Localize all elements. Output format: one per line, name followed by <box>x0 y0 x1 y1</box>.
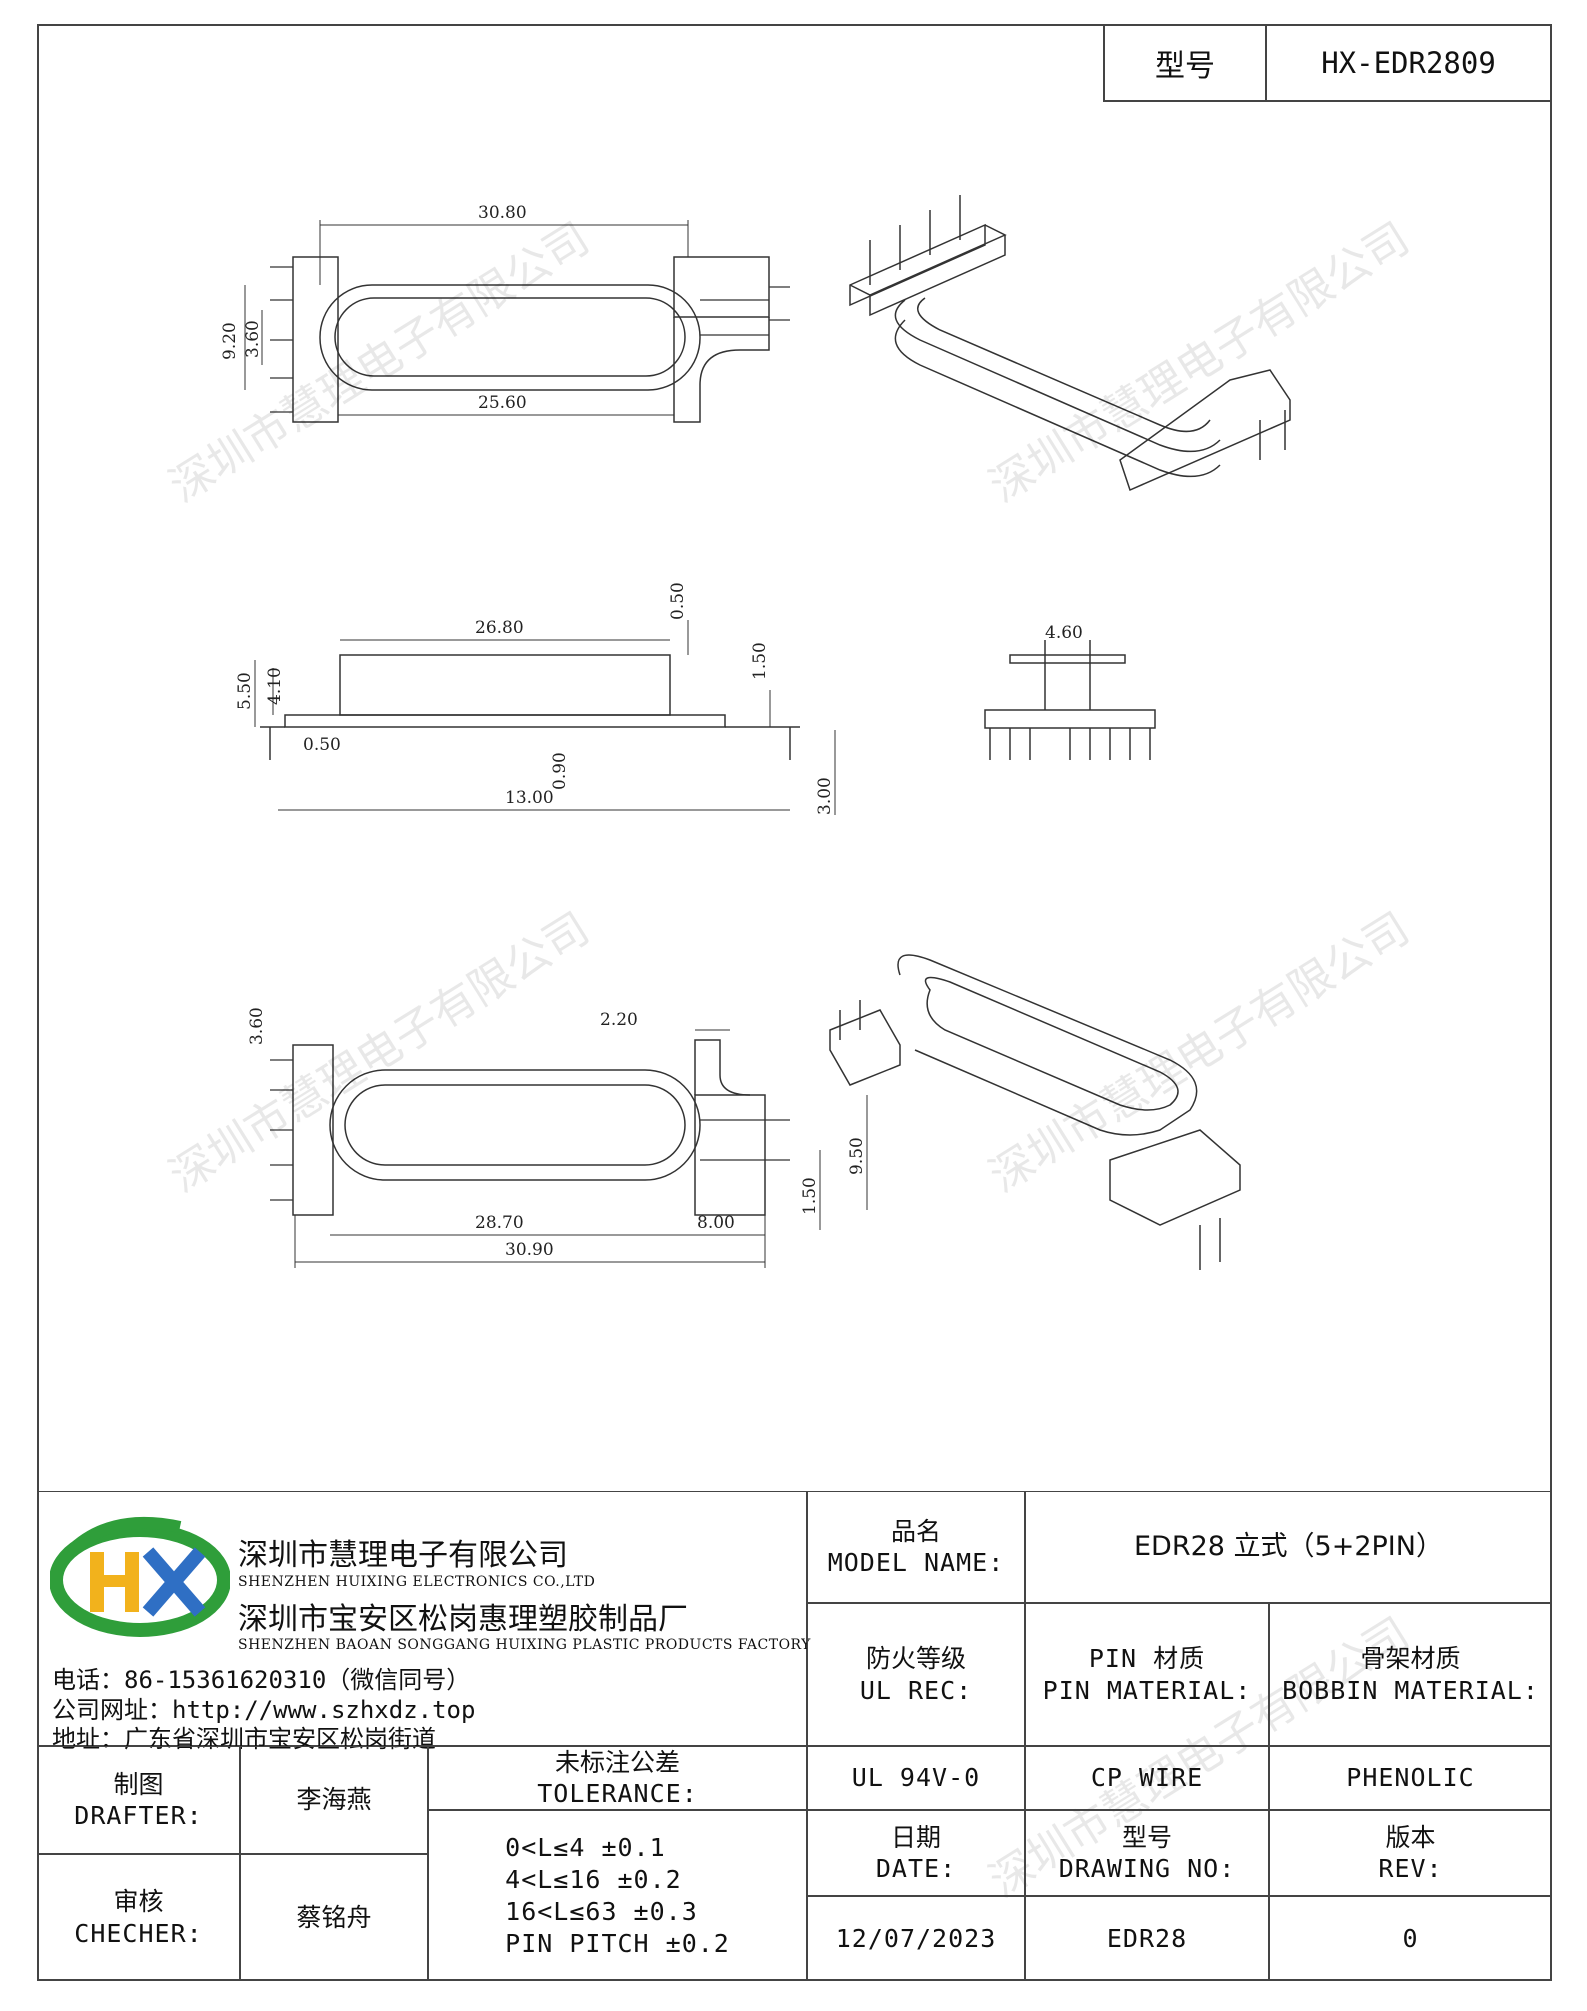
dim-bottom-tab-length: 8.00 <box>697 1213 735 1233</box>
top-view-drawing <box>244 220 790 423</box>
dim-bottom-width: 9.50 <box>847 1137 867 1175</box>
drawing-no-value: EDR28 <box>1025 1896 1269 1981</box>
company-phone: 电话：86-15361620310（微信同号） <box>52 1660 470 1695</box>
drawing-no-label-en: DRAWING NO: <box>1058 1854 1236 1883</box>
company-website: 公司网址：http://www.szhxdz.top <box>52 1690 475 1725</box>
phone-number: 86-15361620310 <box>124 1666 327 1694</box>
dim-side-inner-height: 4.10 <box>265 667 285 705</box>
model-number-box: 型号 HX-EDR2809 <box>1103 24 1552 102</box>
company-logo-icon <box>50 1516 230 1637</box>
dim-top-width: 9.20 <box>220 322 240 360</box>
checker-name: 蔡铭舟 <box>240 1854 428 1981</box>
checker-label-en: CHECHER: <box>74 1918 203 1948</box>
checker-label-cn: 审核 <box>113 1887 164 1917</box>
dim-bottom-pin-offset: 1.50 <box>800 1177 820 1215</box>
dim-bottom-pin-pitch: 3.60 <box>247 1007 267 1045</box>
dim-top-slot-width: 3.60 <box>243 320 263 358</box>
dim-side-pin-length: 3.00 <box>815 777 835 815</box>
ul-rating-label-cn: 防火等级 <box>865 1644 966 1674</box>
dim-top-inner-length: 25.60 <box>478 393 527 413</box>
dim-side-pin-span: 13.00 <box>505 788 554 808</box>
dim-bottom-overall-length: 30.90 <box>505 1240 554 1260</box>
tolerance-line: 0<L≤4 ±0.1 <box>505 1832 666 1862</box>
dim-top-overall-length: 30.80 <box>478 203 527 223</box>
model-number-value: HX-EDR2809 <box>1321 46 1496 80</box>
company-name-cn: 深圳市慧理电子有限公司 <box>238 1538 568 1573</box>
pin-material-label-cn: PIN 材质 <box>1088 1644 1206 1674</box>
drawing-canvas: 30.80 25.60 9.20 3.60 26.80 0.50 1.50 5.… <box>220 195 1291 1270</box>
factory-name-en: SHENZHEN BAOAN SONGGANG HUIXING PLASTIC … <box>238 1637 811 1653</box>
drafter-name: 李海燕 <box>240 1746 428 1854</box>
model-name-value: EDR28 立式（5+2PIN） <box>1025 1491 1552 1603</box>
ul-rating-value: UL 94V-0 <box>807 1746 1025 1810</box>
tolerance-table: 0<L≤4 ±0.1 4<L≤16 ±0.2 16<L≤63 ±0.3 PIN … <box>428 1810 807 1981</box>
address-value: 广东省深圳市宝安区松岗街道 <box>124 1725 436 1753</box>
dim-side-height: 5.50 <box>235 672 255 710</box>
date-label-cn: 日期 <box>890 1822 941 1852</box>
isometric-view-top <box>849 195 1291 492</box>
title-block: 深圳市慧理电子有限公司 SHENZHEN HUIXING ELECTRONICS… <box>37 1491 1552 1981</box>
company-address: 地址：广东省深圳市宝安区松岗街道 <box>52 1719 436 1754</box>
factory-name-cn: 深圳市宝安区松岗惠理塑胶制品厂 <box>238 1602 688 1637</box>
revision-label-cn: 版本 <box>1385 1822 1436 1852</box>
technical-drawings: 30.80 25.60 9.20 3.60 26.80 0.50 1.50 5.… <box>220 195 1291 1270</box>
company-name-en: SHENZHEN HUIXING ELECTRONICS CO.,LTD <box>238 1574 596 1590</box>
bobbin-material-label-cn: 骨架材质 <box>1360 1644 1461 1674</box>
model-name-label-en: MODEL NAME: <box>827 1548 1005 1577</box>
company-info-panel: 深圳市慧理电子有限公司 SHENZHEN HUIXING ELECTRONICS… <box>37 1491 810 1753</box>
pin-material-label-en: PIN MATERIAL: <box>1042 1675 1252 1705</box>
model-number-label: 型号 <box>1105 26 1267 100</box>
model-name-label-cn: 品名 <box>890 1516 941 1546</box>
tolerance-label-cn: 未标注公差 <box>554 1747 680 1777</box>
website-url[interactable]: http://www.szhxdz.top <box>172 1696 476 1724</box>
dim-side-base-thickness: 0.90 <box>550 752 570 790</box>
dim-bottom-flange-width: 2.20 <box>600 1010 638 1030</box>
phone-label: 电话： <box>52 1666 124 1694</box>
dim-side-flange-thickness: 0.50 <box>668 582 688 620</box>
tolerance-line: 16<L≤63 ±0.3 <box>505 1896 698 1926</box>
date-value: 12/07/2023 <box>807 1896 1025 1981</box>
bottom-view-drawing <box>270 1029 868 1268</box>
dim-side-pin-diameter: 0.50 <box>303 735 341 755</box>
revision-value: 0 <box>1269 1896 1552 1981</box>
bobbin-material-label-en: BOBBIN MATERIAL: <box>1282 1675 1539 1705</box>
drafter-label-cn: 制图 <box>113 1769 164 1799</box>
tolerance-line: PIN PITCH ±0.2 <box>505 1928 730 1958</box>
drawing-no-label-cn: 型号 <box>1121 1822 1172 1852</box>
end-view-drawing <box>984 640 1156 760</box>
isometric-view-bottom <box>829 954 1241 1270</box>
tolerance-line: 4<L≤16 ±0.2 <box>505 1864 682 1894</box>
drafter-label-en: DRAFTER: <box>74 1801 203 1830</box>
bobbin-material-value: PHENOLIC <box>1269 1746 1552 1810</box>
ul-rating-label-en: UL REC: <box>859 1675 973 1705</box>
website-label: 公司网址： <box>52 1696 172 1724</box>
side-view-drawing <box>254 620 836 815</box>
address-label: 地址： <box>52 1725 124 1753</box>
phone-note: （微信同号） <box>326 1666 471 1694</box>
dim-side-length: 26.80 <box>475 618 524 638</box>
dim-side-pin-offset: 1.50 <box>750 642 770 680</box>
date-label-en: DATE: <box>875 1854 957 1883</box>
dim-end-width: 4.60 <box>1045 623 1083 643</box>
tolerance-label-en: TOLERANCE: <box>537 1779 698 1808</box>
pin-material-value: CP WIRE <box>1025 1746 1269 1810</box>
revision-label-en: REV: <box>1378 1854 1443 1883</box>
dim-bottom-inner-length: 28.70 <box>475 1213 524 1233</box>
